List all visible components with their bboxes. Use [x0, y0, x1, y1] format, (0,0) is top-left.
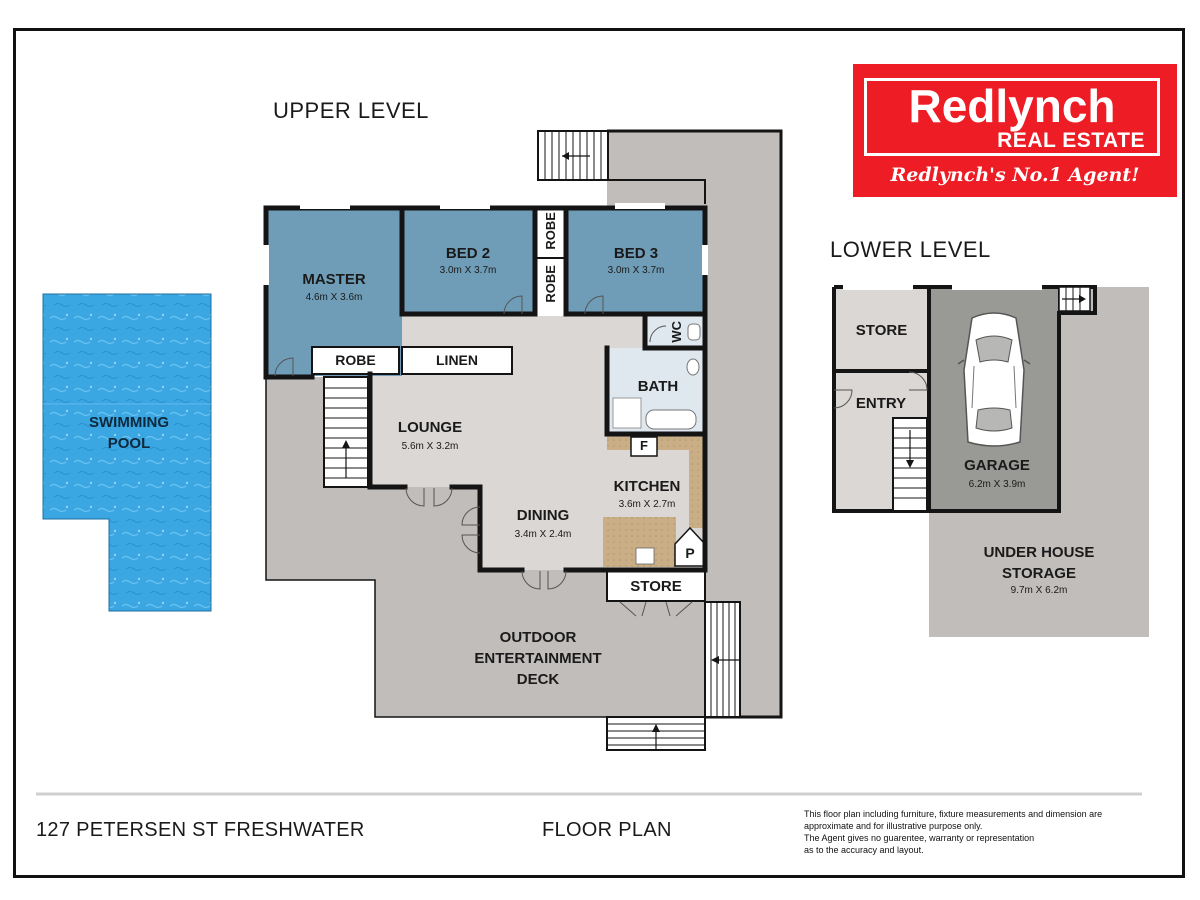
robe-label-lower: ROBE [543, 265, 559, 303]
under-house-label-2: STORAGE [1002, 565, 1076, 582]
upper-level-heading: UPPER LEVEL [273, 98, 429, 123]
pantry-label: P [685, 545, 695, 561]
deck-label-1: OUTDOOR [499, 629, 577, 646]
stairs-top [537, 130, 609, 181]
dining-dim: 3.4m X 2.4m [514, 529, 572, 540]
master-label: MASTER [302, 271, 366, 288]
logo-name: Redlynch [908, 80, 1116, 132]
agency-logo: Redlynch REAL ESTATE Redlynch's No.1 Age… [853, 64, 1177, 197]
plan-title: FLOOR PLAN [542, 819, 672, 841]
fridge-space [630, 436, 658, 457]
pool-label-1: SWIMMING [89, 414, 169, 431]
disclaimer-line: The Agent gives no guarentee, warranty o… [804, 833, 1035, 843]
kitchen-label: KITCHEN [613, 478, 681, 495]
disclaimer-line: This floor plan including furniture, fix… [804, 809, 1103, 819]
garage-label: GARAGE [964, 457, 1030, 474]
stairs-right [704, 601, 741, 718]
fridge-label: F [640, 438, 648, 453]
basin [686, 358, 700, 376]
swimming-pool [42, 293, 212, 612]
bed3-dim: 3.0m X 3.7m [607, 265, 665, 276]
kitchen-bench-side [689, 436, 705, 528]
stairs-lower-small [1058, 286, 1091, 312]
store-upper-room [606, 570, 706, 602]
toilet [687, 323, 701, 341]
store-lower-room [834, 287, 929, 371]
robe-master [311, 346, 400, 375]
bath-label: BATH [637, 378, 679, 395]
robe-between [535, 208, 566, 314]
bed3-room [566, 208, 705, 314]
disclaimer-text: This floor plan including furniture, fix… [804, 808, 1164, 856]
bed3-label: BED 3 [613, 245, 659, 262]
logo-subtitle: REAL ESTATE [997, 129, 1145, 152]
linen-label: LINEN [436, 352, 478, 368]
under-house-dim: 9.7m X 6.2m [1010, 585, 1068, 596]
under-house-label-1: UNDER HOUSE [983, 544, 1095, 561]
robe-label-master: ROBE [335, 352, 376, 368]
deck-label-3: DECK [516, 671, 560, 688]
lower-level-heading: LOWER LEVEL [830, 237, 991, 262]
bathtub [645, 409, 697, 430]
entry-label: ENTRY [855, 395, 907, 412]
disclaimer-line: as to the accuracy and layout. [804, 845, 924, 855]
lounge-label: LOUNGE [397, 419, 463, 436]
stairs-interior [323, 376, 369, 488]
deck-label-2: ENTERTAINMENT [474, 650, 602, 667]
bed2-dim: 3.0m X 3.7m [439, 265, 497, 276]
store-lower-label: STORE [855, 322, 908, 339]
property-address: 127 PETERSEN ST FRESHWATER [36, 819, 365, 841]
wc-label: WC [669, 320, 685, 343]
bed2-room [402, 208, 535, 314]
logo-tagline: Redlynch's No.1 Agent! [890, 164, 1140, 186]
disclaimer-line: approximate and for illustrative purpose… [804, 821, 983, 831]
stairs-bottom [606, 716, 706, 751]
pool-label-2: POOL [107, 435, 151, 452]
page-frame [13, 28, 1185, 878]
kitchen-dim: 3.6m X 2.7m [618, 499, 676, 510]
logo-frame: Redlynch REAL ESTATE [864, 78, 1160, 156]
linen-cupboard [401, 346, 513, 375]
master-dim: 4.6m X 3.6m [305, 292, 363, 303]
robe-label-upper: ROBE [543, 212, 559, 250]
garage-dim: 6.2m X 3.9m [968, 479, 1026, 490]
shower-base [612, 397, 642, 429]
dining-label: DINING [516, 507, 570, 524]
cooktop [635, 547, 655, 565]
bed2-label: BED 2 [445, 245, 491, 262]
car-icon [957, 312, 1031, 447]
lounge-dim: 5.6m X 3.2m [401, 441, 459, 452]
stairs-lower [892, 417, 928, 512]
store-upper-label: STORE [630, 578, 682, 595]
